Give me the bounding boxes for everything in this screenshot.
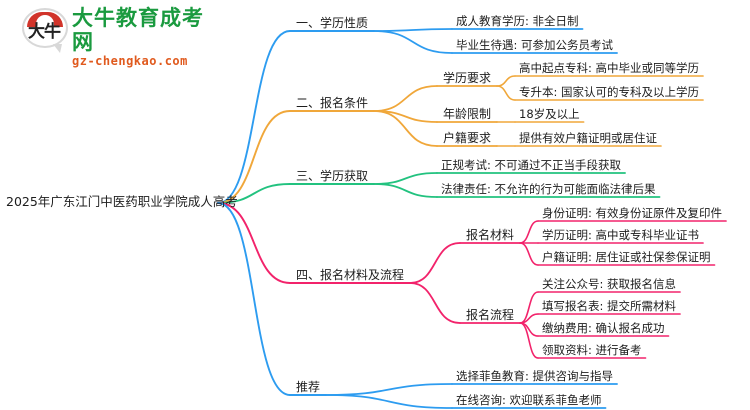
subbranch-node[interactable]: 报名流程: [466, 308, 515, 322]
leaf-node[interactable]: 身份证明: 有效身份证原件及复印件: [542, 206, 723, 220]
leaf-node[interactable]: 关注公众号: 获取报名信息: [542, 277, 677, 291]
branch-node-2[interactable]: 二、报名条件: [296, 96, 369, 110]
leaf-node[interactable]: 毕业生待遇: 可参加公务员考试: [456, 38, 614, 52]
leaf-node[interactable]: 正规考试: 不可通过不正当手段获取: [441, 158, 622, 172]
leaf-node[interactable]: 18岁及以上: [519, 107, 580, 121]
leaf-node[interactable]: 成人教育学历: 非全日制: [456, 14, 579, 28]
logo-domain: gz-chengkao.com: [72, 54, 188, 68]
leaf-node[interactable]: 学历证明: 高中或专科毕业证书: [542, 228, 700, 242]
branch-node-4[interactable]: 四、报名材料及流程: [296, 268, 405, 282]
leaf-node[interactable]: 高中起点专科: 高中毕业或同等学历: [519, 61, 700, 75]
logo-wordmark: 大牛教育成考网 gz-chengkao.com: [72, 6, 212, 69]
leaf-node[interactable]: 在线咨询: 欢迎联系菲鱼老师: [456, 393, 602, 407]
leaf-node[interactable]: 专升本: 国家认可的专科及以上学历: [519, 85, 700, 99]
branch-node-1[interactable]: 一、学历性质: [296, 16, 369, 30]
leaf-node[interactable]: 户籍证明: 居住证或社保参保证明: [542, 250, 711, 264]
leaf-node[interactable]: 选择菲鱼教育: 提供咨询与指导: [456, 369, 614, 383]
leaf-node[interactable]: 提供有效户籍证明或居住证: [519, 131, 658, 145]
leaf-node[interactable]: 缴纳费用: 确认报名成功: [542, 321, 665, 335]
leaf-node[interactable]: 法律责任: 不允许的行为可能面临法律后果: [441, 182, 656, 196]
leaf-node[interactable]: 填写报名表: 提交所需材料: [542, 299, 677, 313]
logo-title: 大牛教育成考网: [72, 6, 204, 54]
mindmap-root-node: 2025年广东江门中医药职业学院成人高考: [6, 194, 238, 209]
logo-bubble-icon: 大牛: [22, 8, 68, 53]
subbranch-node[interactable]: 年龄限制: [443, 107, 492, 121]
site-logo: 大牛 大牛教育成考网 gz-chengkao.com: [22, 6, 212, 68]
logo-mark-text: 大牛: [28, 22, 61, 42]
subbranch-node[interactable]: 报名材料: [466, 228, 515, 242]
leaf-node[interactable]: 领取资料: 进行备考: [542, 343, 642, 357]
branch-node-5[interactable]: 推荐: [296, 380, 321, 394]
branch-node-3[interactable]: 三、学历获取: [296, 169, 369, 183]
subbranch-node[interactable]: 学历要求: [443, 71, 492, 85]
subbranch-node[interactable]: 户籍要求: [443, 131, 492, 145]
